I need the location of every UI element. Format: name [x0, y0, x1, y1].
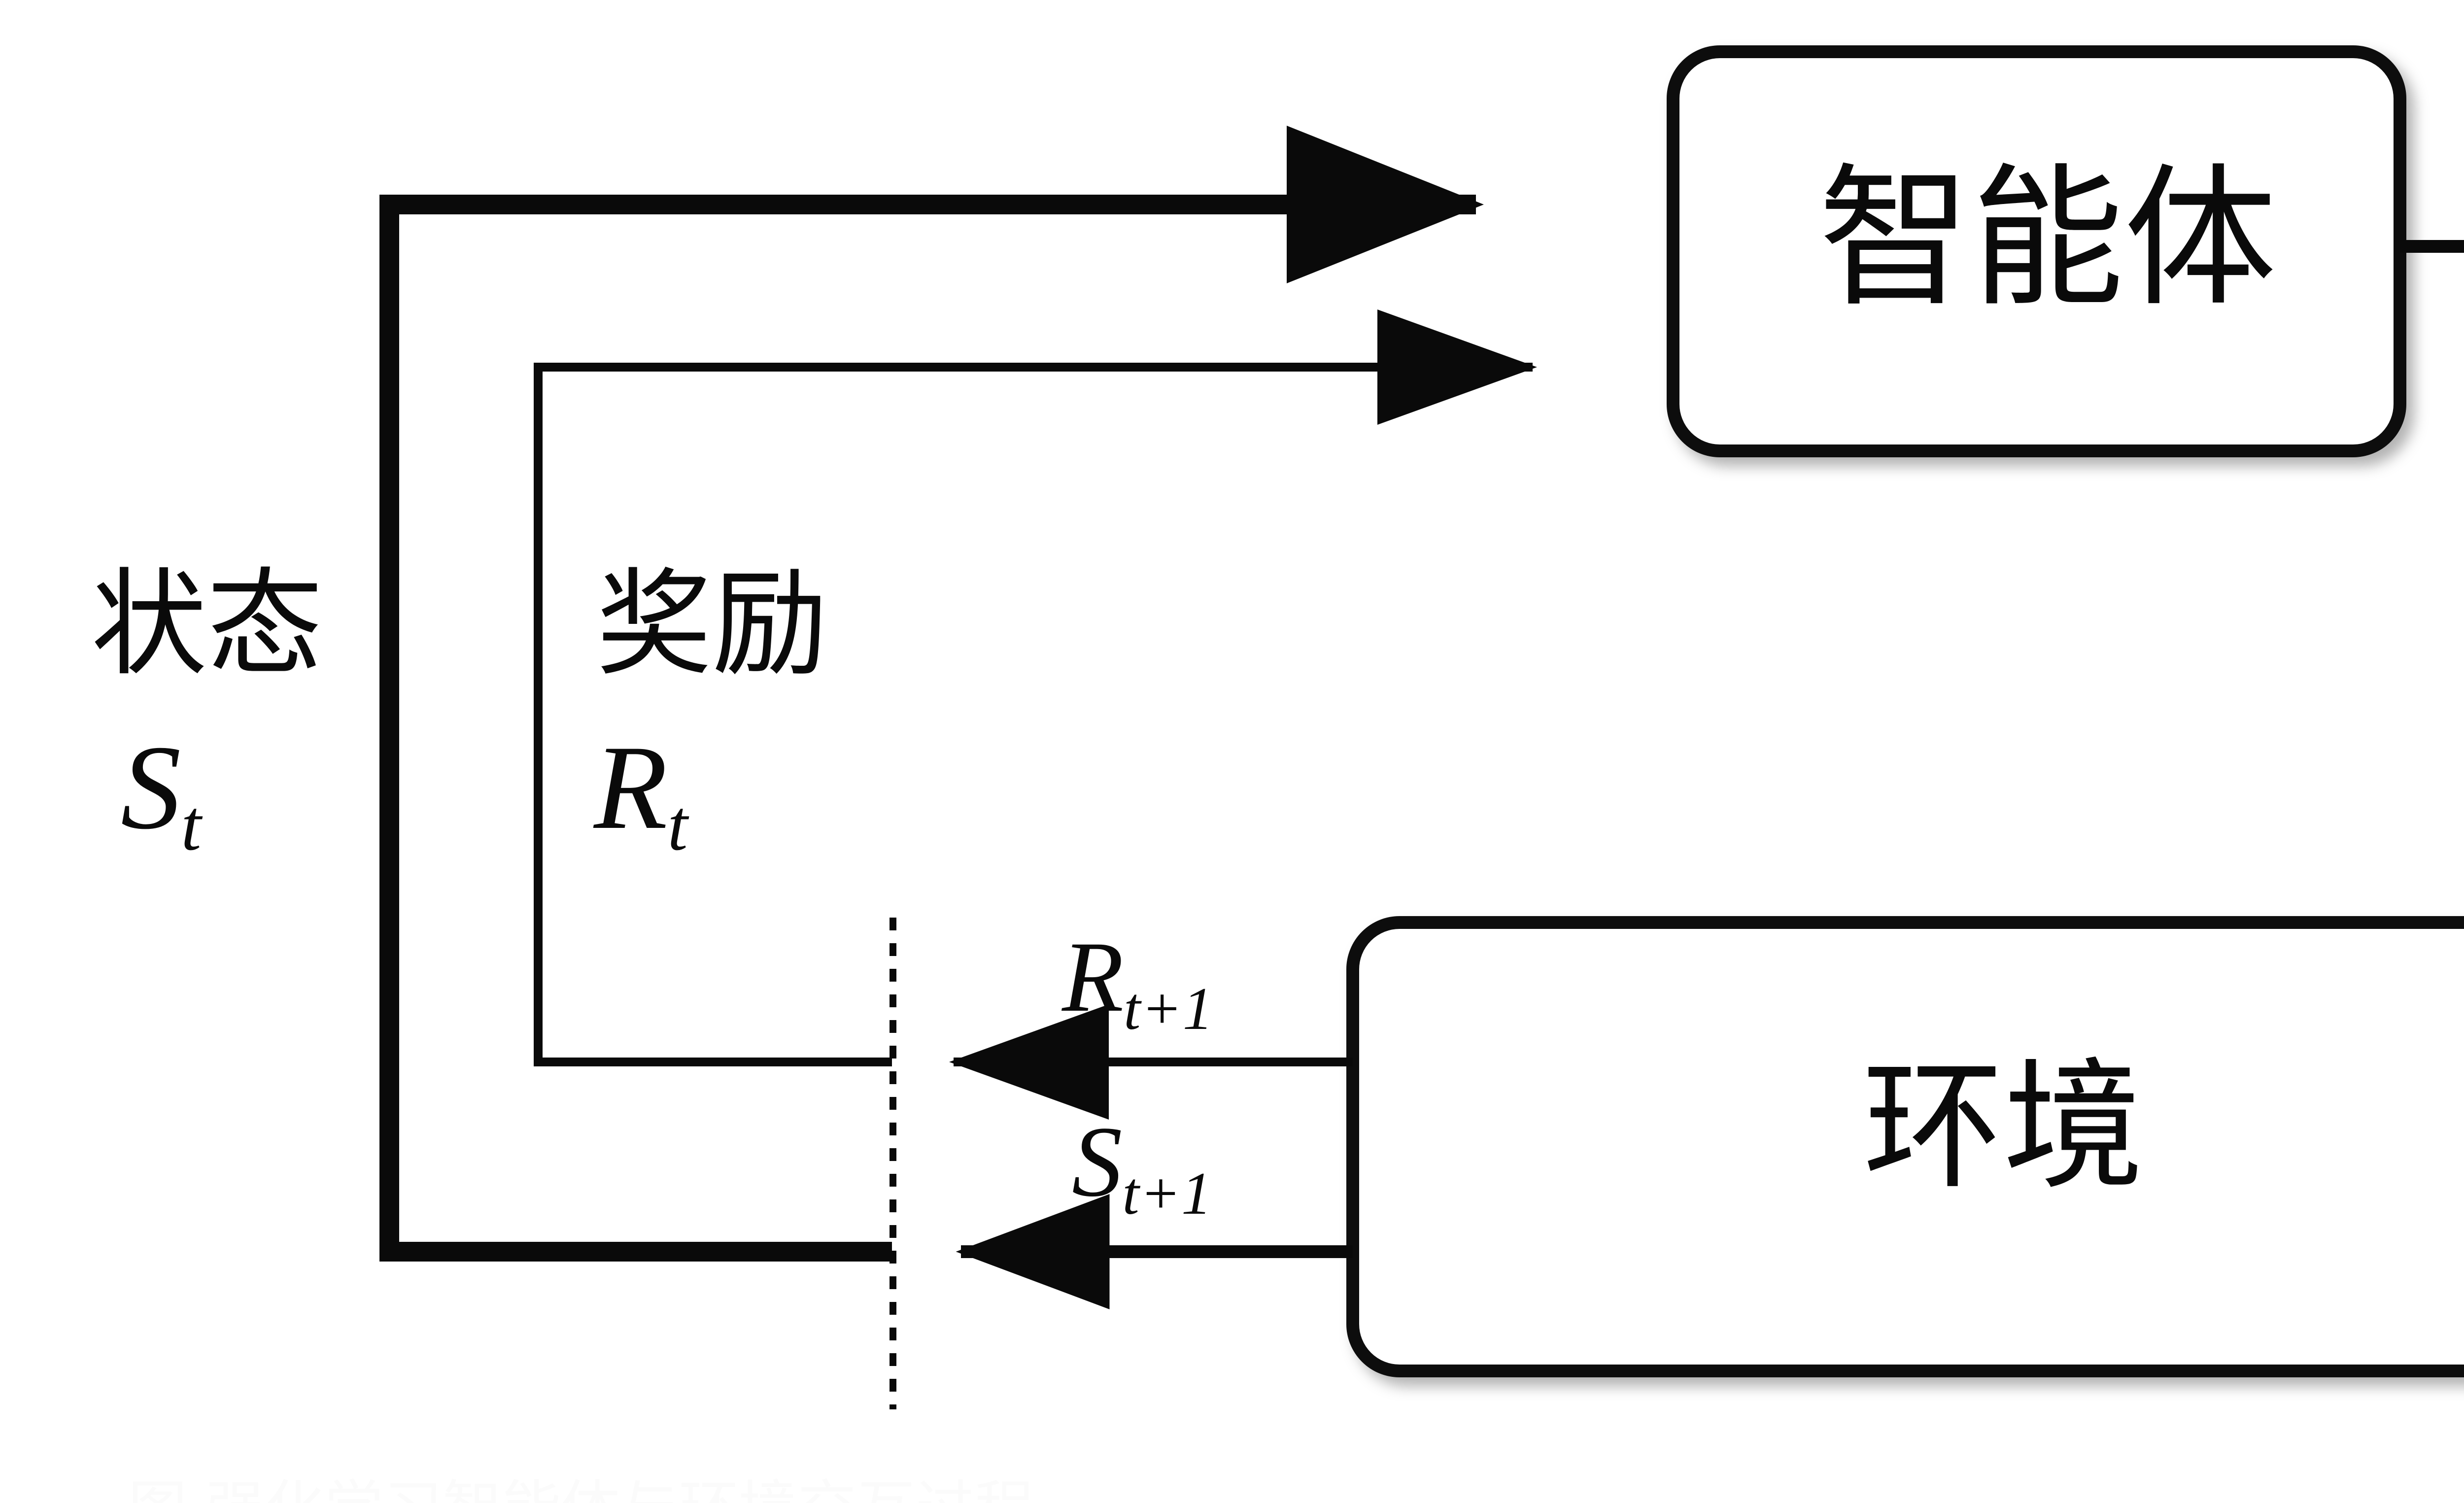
reward-feedback-edge — [534, 309, 1537, 1066]
state-symbol: St — [121, 727, 202, 861]
state-symbol-subscript: t — [181, 785, 202, 866]
state-next-symbol-base: S — [1072, 1106, 1123, 1218]
state-next-symbol: St+1 — [1072, 1111, 1212, 1224]
environment-label: 环境 — [1863, 1045, 2144, 1209]
reward-label-cjk: 奖励 — [596, 557, 828, 692]
reward-symbol: Rt — [594, 727, 688, 861]
reward-next-symbol-base: R — [1062, 921, 1124, 1033]
state-label-cjk: 状态 — [91, 557, 323, 692]
agent-label: 智能体 — [1818, 150, 2277, 328]
state-symbol-base: S — [121, 720, 181, 854]
reward-next-symbol: Rt+1 — [1062, 926, 1214, 1039]
reward-symbol-base: R — [594, 720, 668, 854]
state-next-symbol-subscript: t+1 — [1122, 1159, 1212, 1227]
reward-symbol-subscript: t — [667, 785, 688, 866]
reward-next-symbol-subscript: t+1 — [1124, 974, 1214, 1042]
environment-box[interactable] — [1346, 916, 2464, 1377]
state-feedback-edge — [379, 126, 1484, 1262]
environment-node[interactable] — [1346, 916, 2464, 1377]
figure-caption: 图 强化学习智能体与环境交互过程 — [128, 1479, 1034, 1503]
